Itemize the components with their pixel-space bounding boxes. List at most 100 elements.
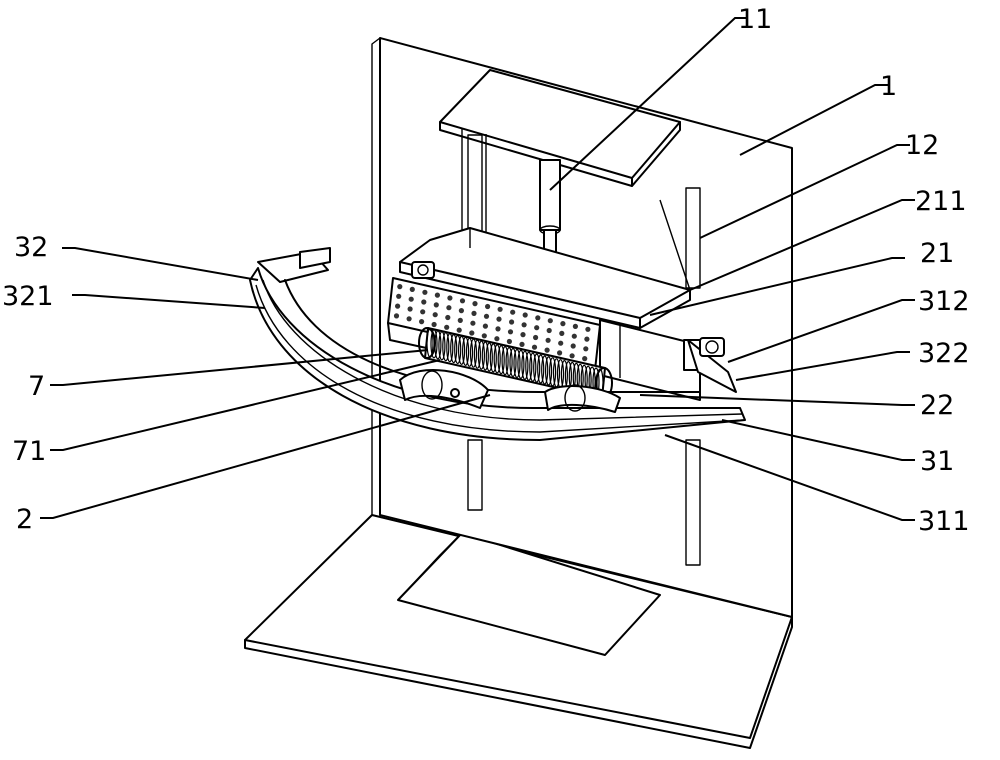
plate-hole xyxy=(470,320,476,326)
callout-211: 211 xyxy=(915,186,967,217)
bolts xyxy=(411,261,725,357)
plate-hole xyxy=(434,292,440,298)
plate-hole xyxy=(506,338,512,345)
roller-spike xyxy=(544,356,553,386)
roller-spike xyxy=(465,337,474,367)
plate-holes xyxy=(393,284,591,362)
callout-22: 22 xyxy=(920,390,954,421)
plate-hole xyxy=(585,326,591,332)
plate-hole xyxy=(510,309,516,315)
plate-hole xyxy=(544,347,550,353)
plate-hole xyxy=(419,319,425,325)
plate-hole xyxy=(396,293,402,299)
plate-hole xyxy=(509,319,515,325)
roller-spike xyxy=(458,335,466,365)
plate-hole xyxy=(397,284,403,290)
roller-spike xyxy=(473,339,481,369)
roller-spike xyxy=(509,347,517,378)
plate-hole xyxy=(444,324,450,330)
callout-11: 11 xyxy=(738,4,772,35)
plate-hole xyxy=(481,333,487,339)
callout-7: 7 xyxy=(28,371,45,402)
callout-31: 31 xyxy=(920,446,954,477)
roller-spike xyxy=(537,354,545,384)
plate-hole xyxy=(482,323,488,329)
roller-spike xyxy=(513,348,521,379)
plate-hole xyxy=(572,323,579,329)
plate-hole xyxy=(432,312,438,318)
upper-carriage xyxy=(399,199,691,329)
plate-hole xyxy=(431,321,437,328)
plate-hole xyxy=(583,346,589,352)
plate-hole xyxy=(519,341,525,347)
roller-spike xyxy=(521,350,529,380)
plate-hole xyxy=(469,330,475,336)
callout-21: 21 xyxy=(920,238,954,269)
plate-hole xyxy=(569,353,575,359)
plate-hole xyxy=(520,332,526,338)
plate-hole xyxy=(533,334,539,341)
plate-hole xyxy=(545,337,551,343)
plate-hole xyxy=(445,314,451,321)
plate-hole xyxy=(584,336,590,342)
plate-hole xyxy=(546,327,552,334)
plate-hole xyxy=(559,330,565,336)
spiked-roller xyxy=(418,327,613,399)
plate-hole xyxy=(458,308,464,314)
roller-spike xyxy=(529,352,537,382)
plate-hole xyxy=(408,296,414,302)
leader-lines xyxy=(40,17,915,521)
plate-hole xyxy=(459,298,466,304)
plate-hole xyxy=(485,303,491,310)
roller-spike xyxy=(426,328,434,358)
plate-hole xyxy=(571,333,577,339)
plate-hole xyxy=(406,316,412,322)
plate-hole xyxy=(560,321,566,327)
roller-spike xyxy=(505,347,513,377)
top-mount-plate xyxy=(439,69,681,240)
callout-labels: 11 1 12 211 21 312 322 22 31 311 32 321 … xyxy=(2,4,970,537)
roller-spike xyxy=(434,330,442,360)
plate-hole xyxy=(433,302,439,308)
callout-312: 312 xyxy=(918,286,970,317)
roller-spike xyxy=(481,341,489,371)
roller-spike xyxy=(501,346,509,376)
plate-hole xyxy=(407,306,413,312)
callout-321: 321 xyxy=(2,281,54,312)
plate-hole xyxy=(447,295,453,301)
plate-hole xyxy=(521,322,527,328)
callout-71: 71 xyxy=(12,436,46,467)
roller-spike xyxy=(477,340,485,370)
roller-spike xyxy=(430,329,438,359)
plate-hole xyxy=(497,306,503,312)
roller-spike xyxy=(497,345,505,375)
roller-spikes xyxy=(426,328,604,398)
roller-spike xyxy=(442,332,450,362)
plate-hole xyxy=(422,289,428,295)
plate-hole xyxy=(535,315,541,321)
roller-spike xyxy=(454,334,462,365)
callout-311: 311 xyxy=(918,506,970,537)
roller-spike xyxy=(450,334,458,364)
plate-hole xyxy=(570,343,576,349)
roller-spike xyxy=(446,333,454,363)
roller-spike xyxy=(525,351,533,381)
callout-32: 32 xyxy=(14,232,48,263)
roller-spike xyxy=(438,331,446,361)
roller-spike xyxy=(485,342,493,372)
plate-hole xyxy=(421,299,427,305)
plate-hole xyxy=(420,309,426,315)
plate-hole xyxy=(494,336,500,342)
callout-2: 2 xyxy=(16,504,33,535)
plate-hole xyxy=(446,305,452,311)
roller-spike xyxy=(462,336,470,366)
roller-spike xyxy=(493,344,501,374)
plate-hole xyxy=(456,327,462,333)
plate-hole xyxy=(531,344,538,350)
plate-hole xyxy=(557,350,563,356)
plate-hole xyxy=(522,312,528,318)
perforated-plate xyxy=(387,277,601,386)
plate-hole xyxy=(547,318,553,324)
plate-hole xyxy=(495,326,501,332)
